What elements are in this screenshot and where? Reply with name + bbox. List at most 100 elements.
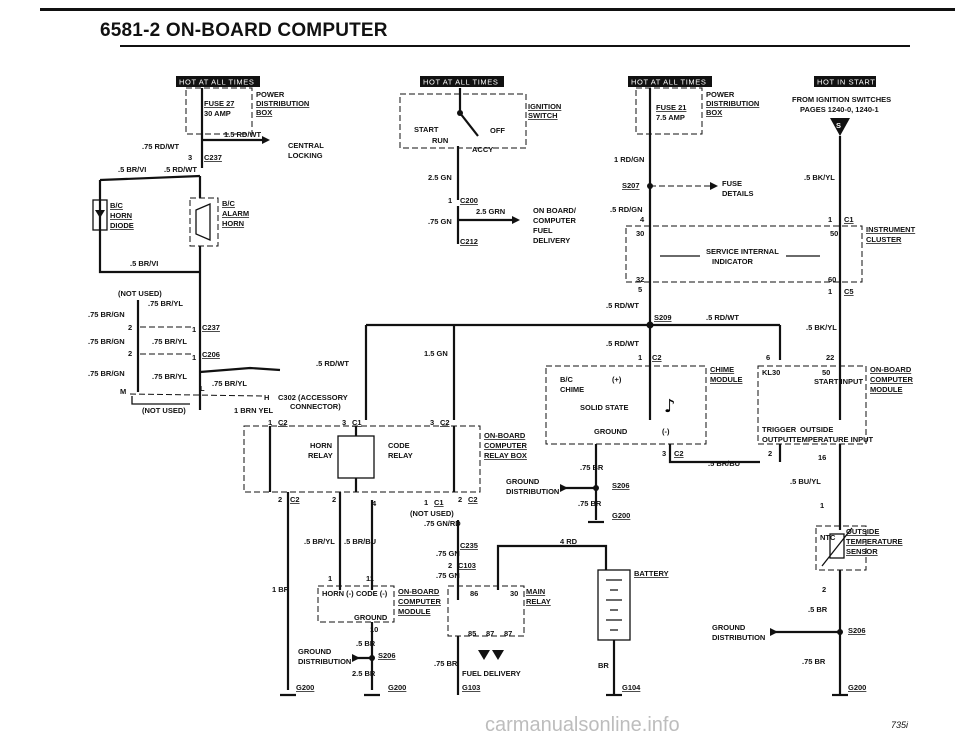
- svg-text:C2: C2: [674, 449, 684, 458]
- svg-text:(NOT USED): (NOT USED): [142, 406, 186, 415]
- svg-text:2.5 GRN: 2.5 GRN: [476, 207, 505, 216]
- svg-text:2: 2: [128, 323, 132, 332]
- svg-text:.75 BR/YL: .75 BR/YL: [148, 299, 183, 308]
- svg-text:MODULE: MODULE: [870, 385, 903, 394]
- svg-text:(+): (+): [612, 375, 622, 384]
- page-title: 6581-2 ON-BOARD COMPUTER: [100, 20, 388, 41]
- svg-text:2: 2: [822, 585, 826, 594]
- svg-text:C302 (ACCESSORY: C302 (ACCESSORY: [278, 393, 348, 402]
- svg-text:S206: S206: [378, 651, 396, 660]
- ground-distribution-2: .75 BR .5 BR/BU GROUND DISTRIBUTION S206…: [506, 459, 824, 524]
- svg-text:START: START: [414, 125, 439, 134]
- svg-text:3: 3: [662, 449, 666, 458]
- svg-text:SERVICE INTERNAL: SERVICE INTERNAL: [706, 247, 779, 256]
- svg-text:OUTSIDE: OUTSIDE: [846, 527, 879, 536]
- svg-text:C1: C1: [352, 418, 362, 427]
- svg-text:C2: C2: [652, 353, 662, 362]
- svg-text:OUTSIDE: OUTSIDE: [800, 425, 833, 434]
- svg-text:3: 3: [188, 153, 192, 162]
- svg-text:DISTRIBUTION: DISTRIBUTION: [506, 487, 559, 496]
- watermark: carmanualsonline.info: [485, 714, 680, 736]
- svg-text:C2: C2: [468, 495, 478, 504]
- outside-temperature-sensor: OUTSIDE TEMPERATURE SENSOR NTC 2 .5 BR G…: [712, 525, 903, 697]
- svg-text:B/C: B/C: [560, 375, 574, 384]
- svg-text:1.5 GN: 1.5 GN: [424, 349, 448, 358]
- svg-text:5: 5: [638, 285, 642, 294]
- svg-text:(NOT USED): (NOT USED): [118, 289, 162, 298]
- svg-text:1: 1: [192, 325, 196, 334]
- svg-text:G200: G200: [388, 683, 406, 692]
- svg-text:87: 87: [486, 629, 494, 638]
- svg-text:COMPUTER: COMPUTER: [484, 441, 528, 450]
- svg-text:FUEL: FUEL: [533, 226, 553, 235]
- svg-text:C235: C235: [460, 541, 478, 550]
- svg-text:C200: C200: [460, 196, 478, 205]
- svg-text:3: 3: [430, 418, 434, 427]
- svg-text:G200: G200: [296, 683, 314, 692]
- svg-text:(NOT USED): (NOT USED): [410, 509, 454, 518]
- svg-text:.75 BR: .75 BR: [434, 659, 458, 668]
- svg-text:DISTRIBUTION: DISTRIBUTION: [706, 99, 759, 108]
- svg-text:B/C: B/C: [110, 201, 124, 210]
- svg-text:CHIME: CHIME: [560, 385, 584, 394]
- svg-text:.5 RD/WT: .5 RD/WT: [706, 313, 739, 322]
- svg-text:RELAY: RELAY: [388, 451, 413, 460]
- svg-text:.5 BR: .5 BR: [356, 639, 376, 648]
- svg-text:CONNECTOR): CONNECTOR): [290, 402, 341, 411]
- svg-text:M: M: [120, 387, 126, 396]
- svg-text:.5 BR/BU: .5 BR/BU: [708, 459, 740, 468]
- battery: BATTERY BR G104: [597, 569, 669, 697]
- svg-text:CLUSTER: CLUSTER: [866, 235, 902, 244]
- svg-text:GROUND: GROUND: [298, 647, 332, 656]
- svg-text:11: 11: [366, 574, 374, 583]
- svg-text:C103: C103: [458, 561, 476, 570]
- svg-text:6: 6: [766, 353, 770, 362]
- svg-text:COMPUTER: COMPUTER: [533, 216, 577, 225]
- svg-text:.5 BR/VI: .5 BR/VI: [130, 259, 158, 268]
- svg-text:G103: G103: [462, 683, 480, 692]
- svg-text:7.5 AMP: 7.5 AMP: [656, 113, 685, 122]
- svg-text:C206: C206: [202, 350, 220, 359]
- svg-text:1: 1: [192, 353, 196, 362]
- svg-text:RUN: RUN: [432, 136, 448, 145]
- svg-text:.5 RD/WT: .5 RD/WT: [606, 301, 639, 310]
- svg-text:LOCKING: LOCKING: [288, 151, 323, 160]
- svg-text:DISTRIBUTION: DISTRIBUTION: [712, 633, 765, 642]
- svg-text:HORN: HORN: [222, 219, 244, 228]
- svg-text:10: 10: [370, 625, 378, 634]
- svg-text:1: 1: [828, 287, 832, 296]
- svg-text:BATTERY: BATTERY: [634, 569, 669, 578]
- svg-text:22: 22: [826, 353, 834, 362]
- svg-text:3: 3: [342, 418, 346, 427]
- svg-text:TEMPERATURE: TEMPERATURE: [846, 537, 903, 546]
- hot-banner-1: HOT AT ALL TIMES: [179, 78, 254, 87]
- svg-text:H: H: [264, 393, 269, 402]
- svg-text:GROUND: GROUND: [594, 427, 628, 436]
- svg-text:.75 BR: .75 BR: [802, 657, 826, 666]
- svg-text:C5: C5: [844, 287, 854, 296]
- alarm-horn: B/C ALARM HORN: [189, 176, 249, 410]
- svg-text:2: 2: [278, 495, 282, 504]
- svg-text:32: 32: [636, 275, 644, 284]
- svg-text:S209: S209: [654, 313, 672, 322]
- relay-box: 1 C2 3 C1 3 C2 ON-BOARD COMPUTER RELAY B…: [243, 418, 528, 528]
- svg-text:.75 BR/YL: .75 BR/YL: [152, 372, 187, 381]
- svg-text:FUSE 21: FUSE 21: [656, 103, 686, 112]
- svg-text:FUSE 27: FUSE 27: [204, 99, 234, 108]
- chime-module: CHIME MODULE B/C CHIME (+) SOLID STATE G…: [545, 365, 760, 520]
- hot-banners: HOT AT ALL TIMES HOT AT ALL TIMES HOT AT…: [176, 76, 876, 87]
- svg-text:2.5 BR: 2.5 BR: [352, 669, 376, 678]
- svg-text:COMPUTER: COMPUTER: [870, 375, 914, 384]
- svg-text:C2: C2: [278, 418, 288, 427]
- svg-text:C212: C212: [460, 237, 478, 246]
- svg-text:GROUND: GROUND: [712, 623, 746, 632]
- svg-text:.75 GN: .75 GN: [428, 217, 452, 226]
- svg-text:87: 87: [504, 629, 512, 638]
- svg-text:.5 BR/BU: .5 BR/BU: [344, 537, 376, 546]
- svg-text:POWER: POWER: [706, 90, 735, 99]
- obc-module-right: ON-BOARD COMPUTER MODULE KL30 50 START I…: [757, 365, 914, 530]
- svg-text:POWER: POWER: [256, 90, 285, 99]
- svg-text:1: 1: [268, 418, 272, 427]
- svg-text:ACCY: ACCY: [472, 145, 493, 154]
- hot-banner-3: HOT AT ALL TIMES: [631, 78, 706, 87]
